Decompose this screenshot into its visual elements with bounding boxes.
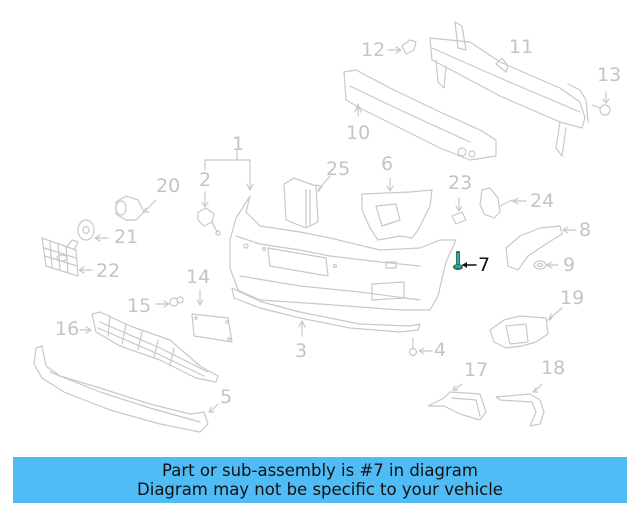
callout-1: 1 — [232, 133, 245, 155]
callout-5: 5 — [220, 386, 233, 408]
part-17-fog-trim — [427, 383, 487, 421]
part-23-clip — [451, 197, 467, 225]
part-24-bracket — [479, 187, 527, 219]
part-14-license-plate-bracket — [191, 289, 233, 343]
part-3-trim-strip — [231, 287, 421, 337]
part-20-parking-sensor — [115, 195, 157, 221]
callout-15: 15 — [127, 295, 152, 317]
callout-16: 16 — [55, 318, 80, 340]
part-19-fog-bracket — [489, 307, 563, 349]
callout-20: 20 — [156, 175, 181, 197]
info-banner: Part or sub-assembly is #7 in diagram Di… — [13, 457, 627, 503]
callout-3: 3 — [295, 340, 308, 362]
part-7-screw-highlighted — [453, 251, 477, 270]
part-4-screw — [408, 337, 433, 357]
callout-4: 4 — [434, 339, 447, 361]
part-10-energy-absorber — [343, 69, 497, 161]
callout-8: 8 — [579, 219, 592, 241]
callout-10: 10 — [346, 122, 371, 144]
part-22-sensor-holder — [41, 237, 93, 277]
callout-9: 9 — [563, 254, 576, 276]
banner-line-part-number: Part or sub-assembly is #7 in diagram — [162, 461, 478, 480]
part-5-lower-spoiler — [33, 345, 219, 433]
callout-13: 13 — [597, 64, 622, 86]
part-16-lower-grille — [79, 311, 219, 383]
callout-19: 19 — [560, 287, 585, 309]
callout-17: 17 — [464, 359, 489, 381]
callout-2: 2 — [199, 169, 212, 191]
banner-line-disclaimer: Diagram may not be specific to your vehi… — [137, 480, 503, 499]
part-9-grommet — [533, 260, 559, 270]
callout-12: 12 — [361, 39, 386, 61]
callout-11: 11 — [509, 36, 534, 58]
parts-diagram: 1 2 3 4 5 6 7 8 9 10 11 12 13 14 15 16 1… — [33, 21, 622, 433]
callout-23: 23 — [448, 172, 473, 194]
callout-7-highlighted[interactable]: 7 — [478, 254, 491, 276]
part-8-side-bracket — [505, 225, 577, 271]
callout-25: 25 — [326, 158, 351, 180]
part-15-clip — [155, 296, 184, 308]
part-21-sensor-ring — [77, 219, 109, 242]
part-12-bolt — [387, 39, 417, 55]
part-18-chrome-strip — [495, 383, 545, 427]
callout-6: 6 — [381, 153, 394, 175]
part-11-reinforcement-bar — [429, 21, 589, 157]
callout-18: 18 — [541, 357, 566, 379]
part-1-bumper-cover — [204, 149, 457, 311]
callout-22: 22 — [96, 260, 121, 282]
part-25-module — [283, 175, 331, 229]
callout-24: 24 — [530, 190, 555, 212]
part-13-screw — [591, 91, 611, 116]
part-6-bracket — [361, 177, 433, 241]
part-2-sensor-bracket — [197, 191, 221, 236]
callout-14: 14 — [186, 266, 211, 288]
callout-21: 21 — [114, 226, 139, 248]
